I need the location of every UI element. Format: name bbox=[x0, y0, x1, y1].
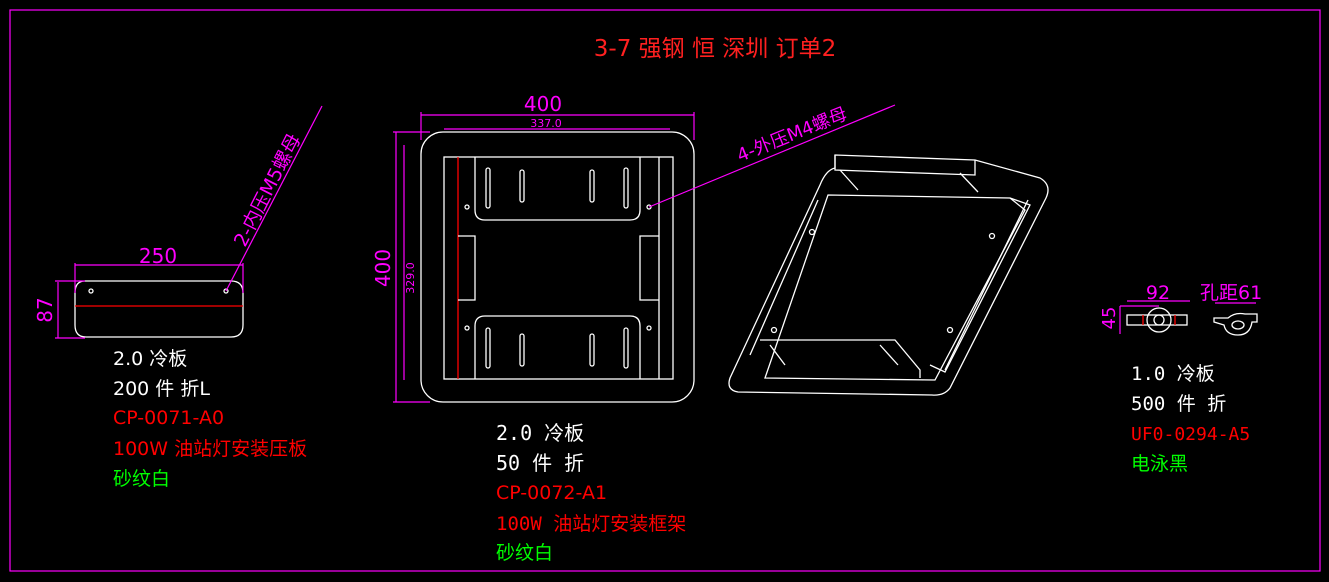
part2-width-dimension: 400 bbox=[524, 92, 562, 116]
part3-quantity: 500 件 折 bbox=[1131, 393, 1226, 415]
part2-inner-width-dimension: 337.0 bbox=[530, 117, 562, 130]
part2-name: 100W 油站灯安装框架 bbox=[496, 513, 686, 535]
part3-width-dimension: 92 bbox=[1146, 282, 1170, 304]
part2-nut-callout: 4-外压M4螺母 bbox=[734, 103, 850, 166]
part3-height-dimension: 45 bbox=[1099, 307, 1120, 330]
part2-code: CP-0072-A1 bbox=[496, 482, 607, 504]
part3-code: UF0-0294-A5 bbox=[1131, 424, 1250, 445]
part3-finish: 电泳黑 bbox=[1131, 453, 1188, 475]
part1-drawing: 250 87 2-内压M5螺母 bbox=[33, 105, 323, 339]
part3-drawing: 92 45 孔距61 bbox=[1099, 282, 1262, 336]
part1-finish: 砂纹白 bbox=[113, 468, 170, 490]
part1-code: CP-0071-A0 bbox=[113, 407, 224, 429]
part2-inner-height-dimension: 329.0 bbox=[404, 262, 417, 294]
part2-drawing: 400 337.0 400 329.0 4-外压M4螺母 bbox=[371, 92, 896, 403]
part3-material: 1.0 冷板 bbox=[1131, 363, 1215, 385]
part1-name: 100W 油站灯安装压板 bbox=[113, 438, 307, 460]
part1-width-dimension: 250 bbox=[139, 244, 177, 268]
part3-hole-pitch: 孔距61 bbox=[1200, 282, 1262, 304]
part1-quantity: 200 件 折L bbox=[113, 378, 210, 400]
drawing-frame bbox=[9, 9, 1321, 572]
part1-height-dimension: 87 bbox=[33, 297, 57, 322]
part2-material: 2.0 冷板 bbox=[496, 421, 584, 445]
drawing-title: 3-7 强钢 恒 深圳 订单2 bbox=[594, 36, 836, 62]
part2-quantity: 50 件 折 bbox=[496, 451, 584, 475]
part1-material: 2.0 冷板 bbox=[113, 348, 187, 370]
part1-nut-callout: 2-内压M5螺母 bbox=[230, 130, 306, 250]
part2-isometric-view bbox=[728, 154, 1049, 396]
part2-finish: 砂纹白 bbox=[496, 542, 553, 564]
part2-height-dimension: 400 bbox=[371, 249, 395, 287]
